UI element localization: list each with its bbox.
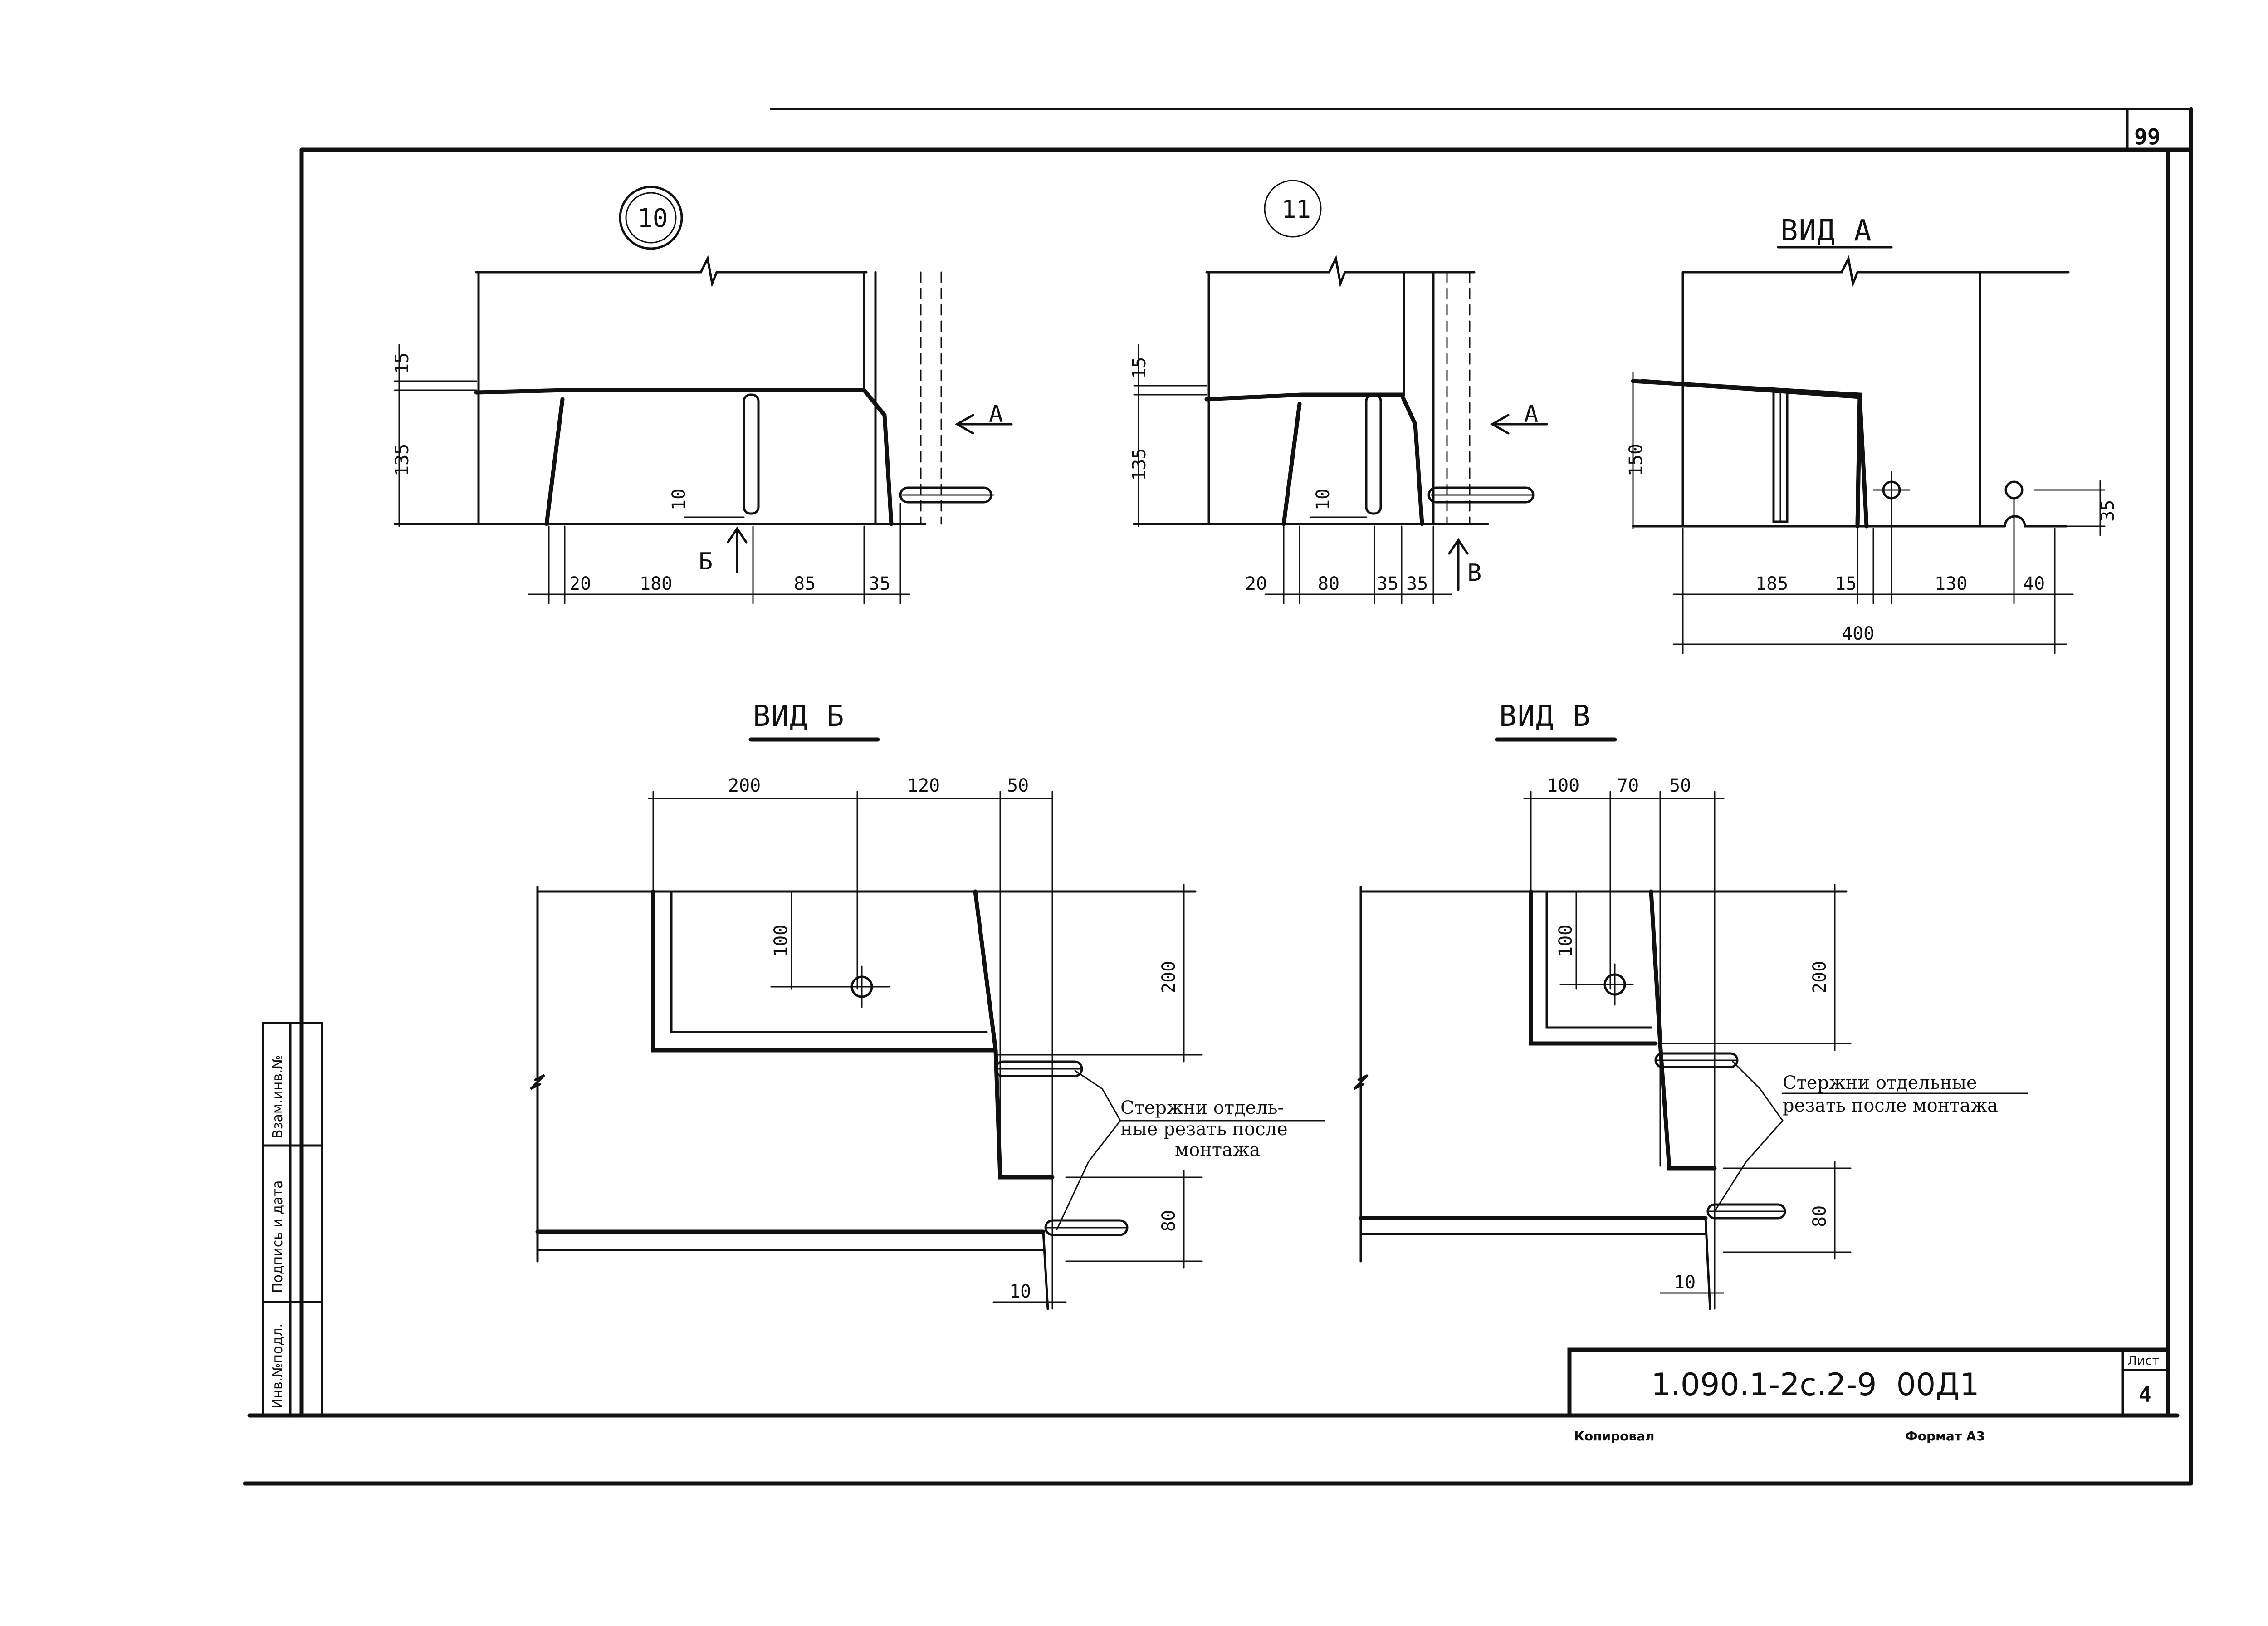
vb-w1: 200 — [728, 775, 761, 796]
vv-note-line1: Стержни отдельные — [1783, 1073, 1977, 1093]
view-b-drawing — [530, 737, 1325, 1310]
d11-w2: 80 — [1318, 573, 1339, 594]
d10-w2: 180 — [640, 573, 672, 594]
vv-note-line2: резать после монтажа — [1783, 1095, 1998, 1116]
arrow-a-label-11: А — [1524, 401, 1538, 428]
va-right: 35 — [2097, 500, 2118, 522]
arrow-a-label-10: А — [989, 401, 1003, 428]
vb-note-line2: ные резать после — [1120, 1119, 1288, 1140]
detail-10-drawing — [393, 186, 1013, 604]
vv-hole: 100 — [1555, 925, 1576, 957]
sheet-frame — [243, 107, 2193, 1486]
page-number: 99 — [2134, 124, 2160, 150]
vb-height: 200 — [1158, 961, 1179, 994]
format-label: Формат А3 — [1905, 1429, 1985, 1444]
detail-10-number: 10 — [637, 204, 668, 233]
vv-w3: 50 — [1669, 775, 1691, 796]
va-w4: 40 — [2023, 573, 2045, 594]
d11-top: 15 — [1129, 357, 1150, 379]
vb-gap: 10 — [1009, 1281, 1031, 1302]
va-total: 400 — [1842, 623, 1874, 644]
d11-w3: 35 — [1377, 573, 1398, 594]
copied-label: Копировал — [1574, 1429, 1655, 1444]
view-b-title: ВИД Б — [753, 700, 845, 733]
stamp-column — [262, 1022, 323, 1417]
view-v-title: ВИД В — [1499, 700, 1591, 733]
d11-height: 135 — [1129, 448, 1150, 481]
designation: 1.090.1-2с.2-9 00Д1 — [1651, 1367, 1980, 1403]
view-a-title: ВИД А — [1780, 214, 1872, 248]
va-height: 150 — [1626, 444, 1647, 476]
vv-bottom: 80 — [1809, 1205, 1830, 1227]
d10-height: 135 — [392, 444, 413, 476]
va-w3: 130 — [1935, 573, 1967, 594]
d10-w1: 20 — [569, 573, 591, 594]
vb-bottom: 80 — [1158, 1210, 1179, 1232]
d10-gap: 10 — [669, 489, 689, 510]
va-w2: 15 — [1835, 573, 1857, 594]
detail-11-drawing — [1133, 180, 1548, 604]
stamp-signature-date: Подпись и дата — [270, 1180, 286, 1293]
d10-w3: 85 — [794, 573, 816, 594]
vb-note-line1: Стержни отдель- — [1120, 1097, 1284, 1118]
d11-w4: 35 — [1406, 573, 1428, 594]
sheet-label: Лист — [2127, 1353, 2160, 1368]
view-v-drawing — [1353, 737, 2028, 1310]
vb-w3: 50 — [1007, 775, 1029, 796]
title-block — [1567, 1347, 2170, 1418]
sheet-number: 4 — [2139, 1382, 2151, 1407]
vb-hole: 100 — [771, 925, 792, 957]
vv-w2: 70 — [1617, 775, 1639, 796]
d11-w1: 20 — [1245, 573, 1267, 594]
vb-w2: 120 — [907, 775, 940, 796]
stamp-inv-number: Инв.№подл. — [270, 1323, 286, 1409]
d10-top: 15 — [392, 353, 413, 374]
vv-height: 200 — [1809, 961, 1830, 994]
detail-11-number: 11 — [1281, 195, 1311, 224]
d10-w4: 35 — [869, 573, 890, 594]
d11-gap: 10 — [1313, 489, 1334, 510]
arrow-b-label: Б — [699, 548, 713, 575]
vv-w1: 100 — [1547, 775, 1579, 796]
va-w1: 185 — [1755, 573, 1788, 594]
arrow-v-label: В — [1467, 559, 1481, 587]
view-a-drawing — [1631, 246, 2106, 654]
vv-gap: 10 — [1674, 1272, 1696, 1293]
stamp-replaces-inv: Взам.инв.№ — [270, 1055, 286, 1139]
vb-note-line3: монтажа — [1175, 1140, 1260, 1161]
